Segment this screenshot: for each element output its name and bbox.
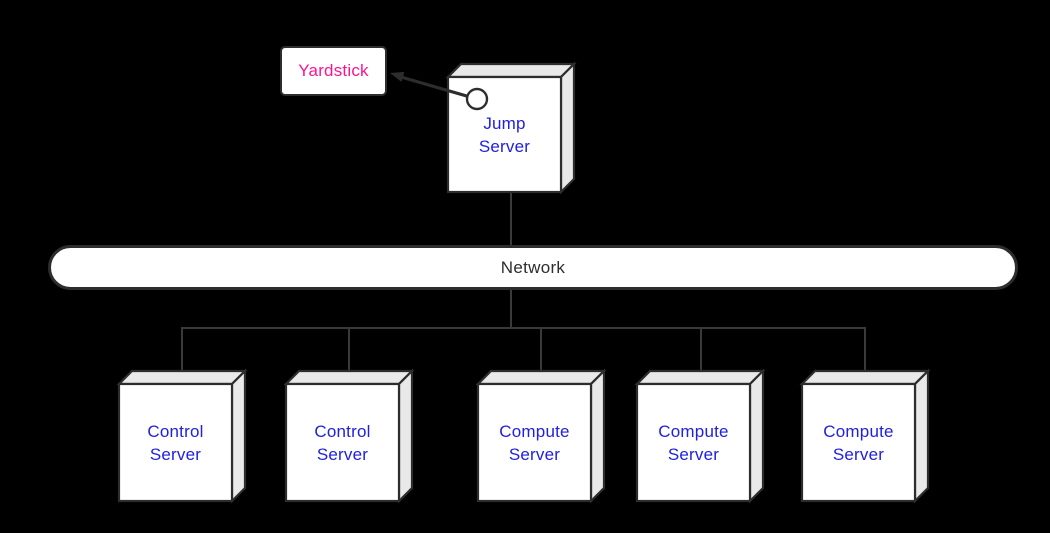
server-top-face — [283, 369, 415, 386]
server-top-face — [116, 369, 248, 386]
network-label: Network — [500, 257, 566, 277]
server-side-face — [748, 368, 765, 504]
network-node: Network — [48, 245, 1018, 290]
server-side-face — [589, 368, 606, 504]
server-top-face — [634, 369, 766, 386]
server-box-3d — [116, 368, 248, 504]
connector-network-bus — [510, 290, 512, 328]
server-front-face — [635, 382, 752, 503]
server-front-face — [284, 382, 401, 503]
yardstick-label: Yardstick — [298, 61, 369, 80]
server-side-face — [397, 368, 414, 504]
yardstick-arrow — [390, 71, 489, 111]
server-box-3d — [283, 368, 415, 504]
jump-server-side-face — [559, 61, 576, 195]
server-side-face — [913, 368, 930, 504]
yardstick-arrow-line — [400, 75, 478, 101]
server-side-face — [230, 368, 247, 504]
server-top-face — [475, 369, 607, 386]
connector-jumpserver-network — [510, 192, 512, 245]
connector-drop-server-2 — [348, 327, 350, 372]
server-box-3d — [475, 368, 607, 504]
yardstick-node: Yardstick — [280, 46, 387, 96]
jump-server-port-icon — [465, 87, 489, 111]
connector-drop-server-1 — [181, 327, 183, 372]
yardstick-arrow-head — [390, 71, 405, 82]
server-front-face — [117, 382, 234, 503]
server-top-face — [799, 369, 931, 386]
server-front-face — [476, 382, 593, 503]
server-box-3d — [634, 368, 766, 504]
connector-drop-server-4 — [700, 327, 702, 372]
server-front-face — [800, 382, 917, 503]
connector-drop-server-5 — [864, 327, 866, 372]
connector-drop-server-3 — [540, 327, 542, 372]
server-box-3d — [799, 368, 931, 504]
connector-bus-horizontal — [182, 327, 866, 329]
